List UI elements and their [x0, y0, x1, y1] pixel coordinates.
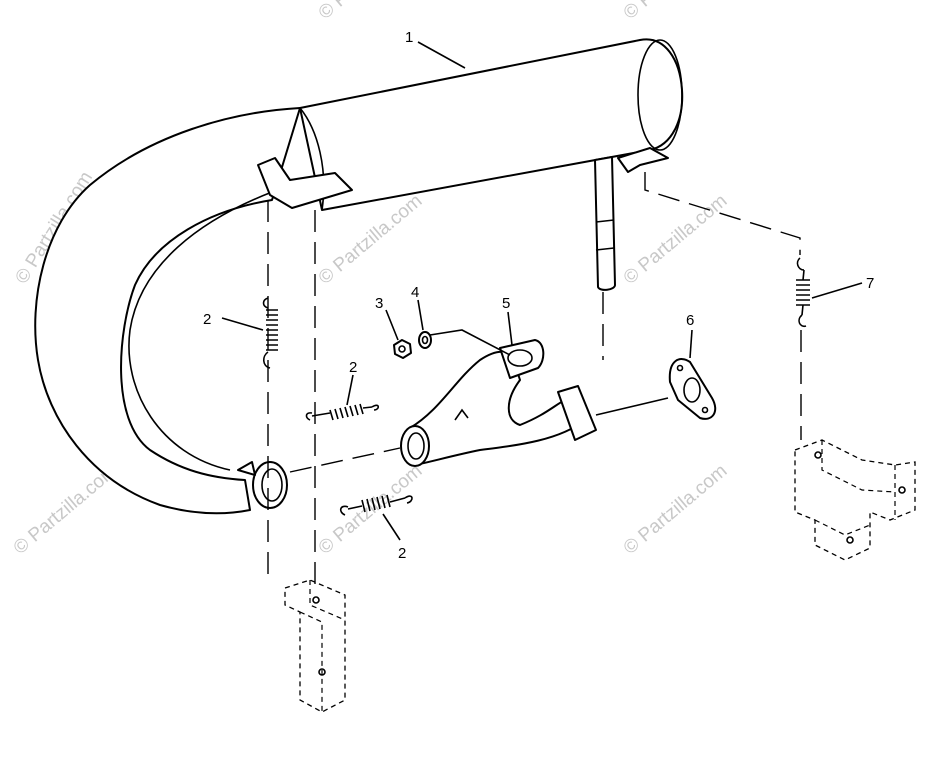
- spring-hook: [339, 505, 349, 516]
- leader-line-2b: [346, 374, 354, 406]
- spring-hook: [371, 404, 380, 411]
- alignment-line: [595, 397, 669, 416]
- spring-middle: [305, 403, 380, 421]
- callout-2: 2: [349, 359, 357, 376]
- alignment-line: [644, 172, 801, 255]
- muffler-body: [299, 38, 684, 211]
- watermark: © Partzilla.com: [620, 0, 732, 24]
- tail-pipe: [594, 156, 616, 291]
- spring-hook: [305, 412, 313, 421]
- leader-line-3: [385, 309, 399, 341]
- spring-shank: [347, 497, 406, 510]
- leader-line-2c: [382, 513, 401, 541]
- alignment-line: [289, 447, 401, 473]
- spring-coil: [329, 403, 364, 421]
- bracket-hole: [814, 451, 822, 459]
- nut-hex: [393, 339, 412, 359]
- gasket: [668, 358, 717, 420]
- muffler: [34, 38, 684, 515]
- alignment-line: [429, 329, 511, 356]
- pipe-spring-hook: [237, 461, 256, 476]
- spring-hook: [798, 314, 807, 328]
- watermark: © Partzilla.com: [620, 190, 732, 288]
- tail-pipe-band: [595, 219, 615, 251]
- leader-line-1: [417, 41, 466, 69]
- callouts: 1 2 2 2 3 4 5 6 7: [203, 29, 874, 562]
- washer-hole: [421, 335, 429, 345]
- bracket-right: [794, 439, 916, 561]
- spring-right: [796, 257, 810, 328]
- leader-line-7: [811, 282, 863, 299]
- manifold-upper-port: [507, 349, 533, 367]
- spring-shank: [801, 269, 805, 316]
- bracket-lower-left: [284, 579, 346, 713]
- watermark: © Partzilla.com: [620, 460, 732, 558]
- leader-line-4: [417, 299, 424, 331]
- gasket-plate: [668, 358, 717, 420]
- muffler-end-cap: [637, 39, 683, 151]
- spring-hook: [404, 495, 413, 504]
- pipe-inlet-opening: [261, 468, 283, 502]
- bracket-hole: [846, 536, 854, 544]
- callout-7: 7: [866, 275, 874, 292]
- manifold-body: [409, 350, 586, 466]
- manifold-detail: [454, 408, 469, 421]
- callout-4: 4: [411, 284, 419, 301]
- spring-left-vertical: [262, 297, 278, 369]
- muffler-left-bracket: [257, 157, 353, 209]
- callout-6: 6: [686, 312, 694, 329]
- leader-line-5: [507, 311, 513, 346]
- nut-bore: [398, 345, 406, 353]
- leader-lines: [221, 41, 863, 541]
- exhaust-manifold: [400, 339, 597, 467]
- manifold-outlet-opening: [407, 432, 425, 460]
- bracket-plate: [794, 439, 916, 561]
- washer-ring: [418, 331, 432, 349]
- nut: [393, 339, 412, 359]
- spring-lower: [339, 494, 413, 516]
- gasket-bolt-hole: [676, 364, 684, 372]
- bracket-hole: [312, 596, 320, 604]
- exhaust-pipe-inner-line: [128, 191, 273, 471]
- watermark: © Partzilla.com: [315, 0, 427, 24]
- manifold-upper-flange: [499, 339, 545, 379]
- callout-5: 5: [502, 295, 510, 312]
- callout-1: 1: [405, 29, 413, 46]
- callout-2: 2: [203, 311, 211, 328]
- spring-coil: [361, 494, 391, 513]
- gasket-hole: [683, 377, 701, 403]
- leader-line-2a: [221, 317, 264, 331]
- watermark: © Partzilla.com: [315, 460, 427, 558]
- bracket-edge: [299, 580, 346, 712]
- spring-hook: [262, 351, 271, 369]
- muffler-right-tab: [617, 147, 669, 173]
- bracket-plate: [284, 579, 346, 713]
- assembly-lines: [267, 172, 802, 585]
- bracket-edge: [814, 440, 896, 536]
- spring-hook: [796, 257, 805, 271]
- spring-hook: [262, 297, 269, 309]
- bracket-hole: [898, 486, 906, 494]
- callout-2: 2: [398, 545, 406, 562]
- manifold-side-flange: [557, 385, 597, 441]
- leader-line-6: [689, 329, 693, 359]
- callout-3: 3: [375, 295, 383, 312]
- bracket-hole: [318, 668, 326, 676]
- spring-coil: [796, 279, 810, 306]
- spring-coil: [266, 309, 278, 351]
- gasket-bolt-hole: [701, 406, 709, 414]
- exhaust-pipe-outer: [34, 107, 301, 515]
- washer: [418, 331, 432, 349]
